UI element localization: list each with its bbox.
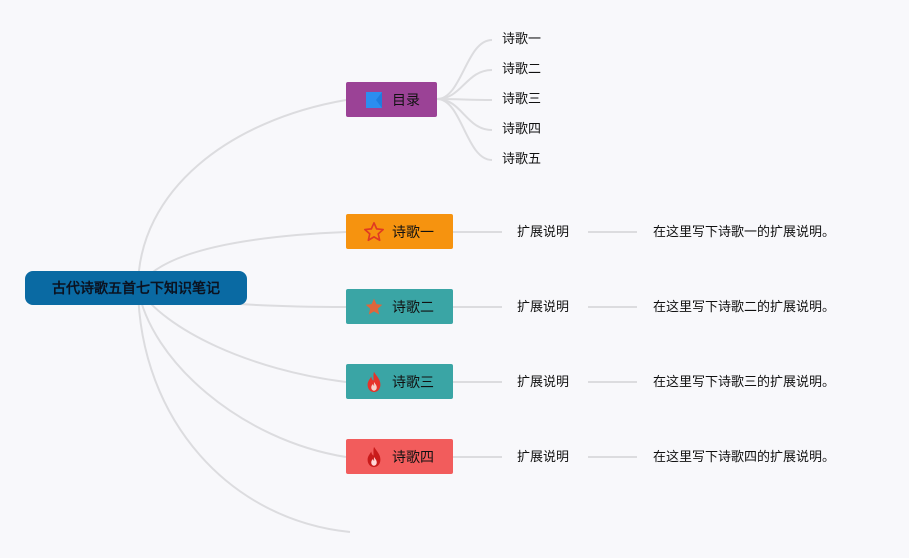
poem-1-ext-label[interactable]: 扩展说明 [517, 225, 570, 240]
fire-icon [363, 371, 385, 393]
toc-item-4[interactable]: 诗歌四 [502, 122, 542, 137]
poem-label-1: 诗歌一 [392, 224, 434, 241]
toc-item-1[interactable]: 诗歌一 [502, 32, 542, 47]
toc-item-2[interactable]: 诗歌二 [502, 62, 542, 77]
star-outline-icon [363, 221, 385, 243]
poem-label-4: 诗歌四 [392, 449, 434, 466]
poem-label-2: 诗歌二 [392, 299, 434, 316]
poem-2-ext-label[interactable]: 扩展说明 [517, 300, 570, 315]
star-icon [363, 296, 385, 318]
poem-1-ext-note[interactable]: 在这里写下诗歌一的扩展说明。 [653, 225, 836, 240]
flag-icon [363, 89, 385, 111]
poem-4-ext-label[interactable]: 扩展说明 [517, 450, 570, 465]
connector-toc-item3 [436, 98, 493, 101]
poem-node-3[interactable]: 诗歌三 [346, 364, 453, 399]
connector-toc-item1 [436, 39, 493, 100]
connector-toc-item2 [436, 69, 493, 100]
connector-toc-item4 [436, 98, 493, 131]
poem-2-ext-note[interactable]: 在这里写下诗歌二的扩展说明。 [653, 300, 836, 315]
toc-node[interactable]: 目录 [346, 82, 437, 117]
poem-node-1[interactable]: 诗歌一 [346, 214, 453, 249]
connector-root-extra [137, 287, 351, 533]
toc-label: 目录 [392, 92, 420, 109]
toc-item-3[interactable]: 诗歌三 [502, 92, 542, 107]
connector-root-poem4 [137, 287, 347, 458]
root-topic-node[interactable]: 古代诗歌五首七下知识笔记 [25, 271, 247, 305]
fire-icon [363, 446, 385, 468]
poem-node-2[interactable]: 诗歌二 [346, 289, 453, 324]
poem-4-ext-note[interactable]: 在这里写下诗歌四的扩展说明。 [653, 450, 836, 465]
connector-root-toc [137, 99, 347, 289]
root-topic-label: 古代诗歌五首七下知识笔记 [52, 281, 220, 297]
connector-toc-item5 [436, 98, 493, 161]
poem-3-ext-label[interactable]: 扩展说明 [517, 375, 570, 390]
toc-item-5[interactable]: 诗歌五 [502, 152, 542, 167]
poem-node-4[interactable]: 诗歌四 [346, 439, 453, 474]
poem-label-3: 诗歌三 [392, 374, 434, 391]
poem-3-ext-note[interactable]: 在这里写下诗歌三的扩展说明。 [653, 375, 836, 390]
